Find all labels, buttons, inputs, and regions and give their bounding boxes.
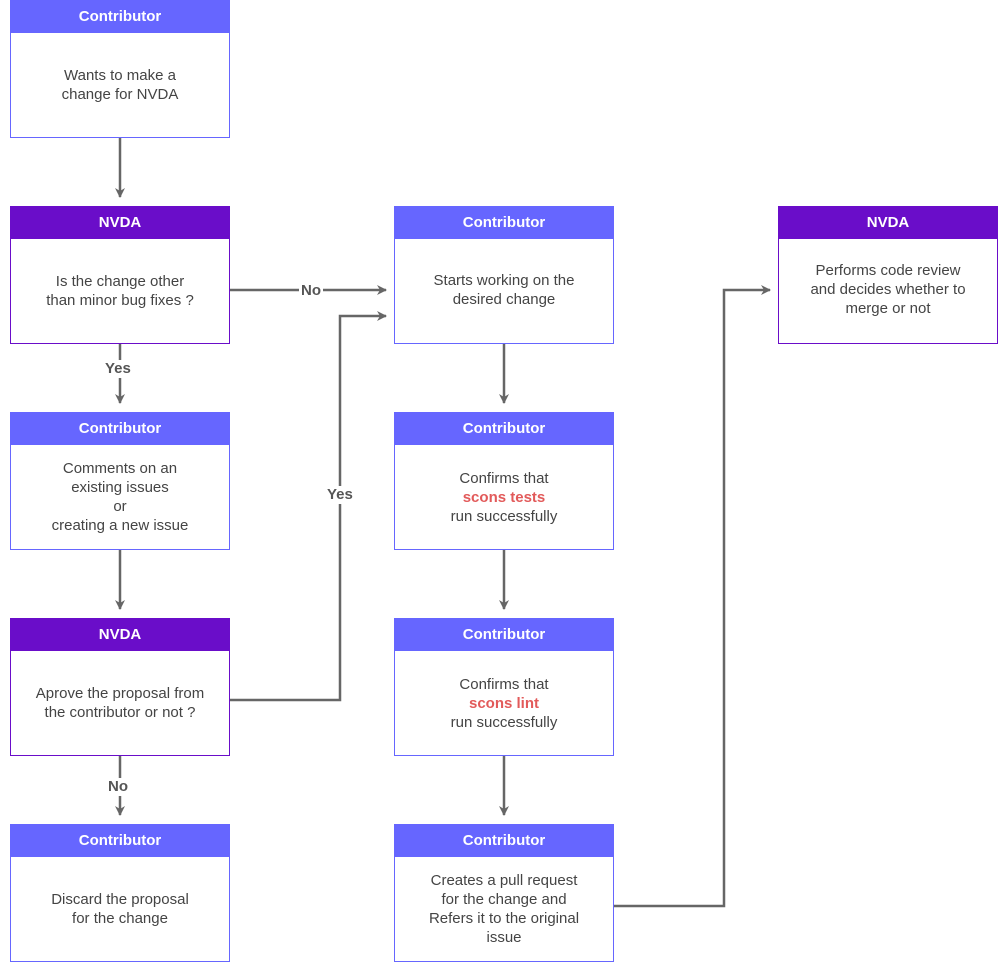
node-text: Discard the proposal for the change xyxy=(11,857,229,961)
node-text-line: Discard the proposal xyxy=(51,891,189,908)
edge-label-no: No xyxy=(299,282,323,300)
node-text: Starts working on the desired change xyxy=(395,239,613,343)
node-text-line: desired change xyxy=(452,291,556,308)
node-scons-tests: Contributor Confirms that scons tests ru… xyxy=(394,412,614,550)
edge-label-no: No xyxy=(106,778,130,796)
node-text-line: Confirms that xyxy=(459,675,549,693)
node-approve-question: NVDA Aprove the proposal from the contri… xyxy=(10,618,230,756)
command-highlight: scons lint xyxy=(468,694,539,712)
node-role-label: Contributor xyxy=(395,619,613,651)
node-text-line: Creates a pull request xyxy=(430,872,578,889)
node-role-label: Contributor xyxy=(395,413,613,445)
node-text-line: Refers it to the original xyxy=(428,910,580,927)
node-code-review: NVDA Performs code review and decides wh… xyxy=(778,206,998,344)
node-role-label: NVDA xyxy=(11,207,229,239)
node-text-line: than minor bug fixes ? xyxy=(46,292,194,309)
node-role-label: Contributor xyxy=(11,1,229,33)
node-text-line: Comments on an xyxy=(62,460,178,477)
node-minor-fix-question: NVDA Is the change other than minor bug … xyxy=(10,206,230,344)
node-role-label: NVDA xyxy=(779,207,997,239)
command-highlight: scons tests xyxy=(462,488,546,506)
node-comment-issue: Contributor Comments on an existing issu… xyxy=(10,412,230,550)
node-text-line: Aprove the proposal from xyxy=(35,685,205,702)
node-text: Performs code review and decides whether… xyxy=(779,239,997,343)
node-text-line: issue xyxy=(486,929,522,946)
node-role-label: Contributor xyxy=(11,825,229,857)
node-role-label: Contributor xyxy=(395,207,613,239)
node-text-line: merge or not xyxy=(845,300,931,317)
node-text-line: run successfully xyxy=(450,507,558,525)
node-text-line: and decides whether to xyxy=(810,281,966,298)
node-wants-change: Contributor Wants to make a change for N… xyxy=(10,0,230,138)
node-text-line: existing issues xyxy=(71,479,169,496)
node-text-line: or xyxy=(113,498,127,515)
node-text-line: the contributor or not ? xyxy=(44,704,196,721)
node-text: Confirms that scons lint run successfull… xyxy=(395,651,613,755)
node-text-line: Wants to make a xyxy=(64,67,176,84)
node-text-line: for the change and xyxy=(441,891,567,908)
node-text-line: for the change xyxy=(72,910,168,927)
node-text: Comments on an existing issues or creati… xyxy=(11,445,229,549)
node-text-line: Performs code review xyxy=(815,262,961,279)
node-text: Wants to make a change for NVDA xyxy=(11,33,229,137)
node-discard-proposal: Contributor Discard the proposal for the… xyxy=(10,824,230,962)
node-scons-lint: Contributor Confirms that scons lint run… xyxy=(394,618,614,756)
edge-pr-to-review xyxy=(614,285,771,908)
node-start-working: Contributor Starts working on the desire… xyxy=(394,206,614,344)
node-text: Is the change other than minor bug fixes… xyxy=(11,239,229,343)
edge-approve-to-start xyxy=(230,311,387,702)
node-text-line: creating a new issue xyxy=(51,517,189,534)
node-text: Confirms that scons tests run successful… xyxy=(395,445,613,549)
node-text: Creates a pull request for the change an… xyxy=(395,857,613,961)
edge-label-yes: Yes xyxy=(103,360,133,378)
node-text-line: change for NVDA xyxy=(61,86,179,103)
node-role-label: Contributor xyxy=(11,413,229,445)
edge-label-yes: Yes xyxy=(325,486,355,504)
node-text: Aprove the proposal from the contributor… xyxy=(11,651,229,755)
node-text-line: Is the change other xyxy=(55,273,185,290)
node-text-line: Starts working on the xyxy=(433,272,575,289)
node-role-label: NVDA xyxy=(11,619,229,651)
node-role-label: Contributor xyxy=(395,825,613,857)
node-pull-request: Contributor Creates a pull request for t… xyxy=(394,824,614,962)
node-text-line: run successfully xyxy=(450,713,558,731)
node-text-line: Confirms that xyxy=(459,469,549,487)
